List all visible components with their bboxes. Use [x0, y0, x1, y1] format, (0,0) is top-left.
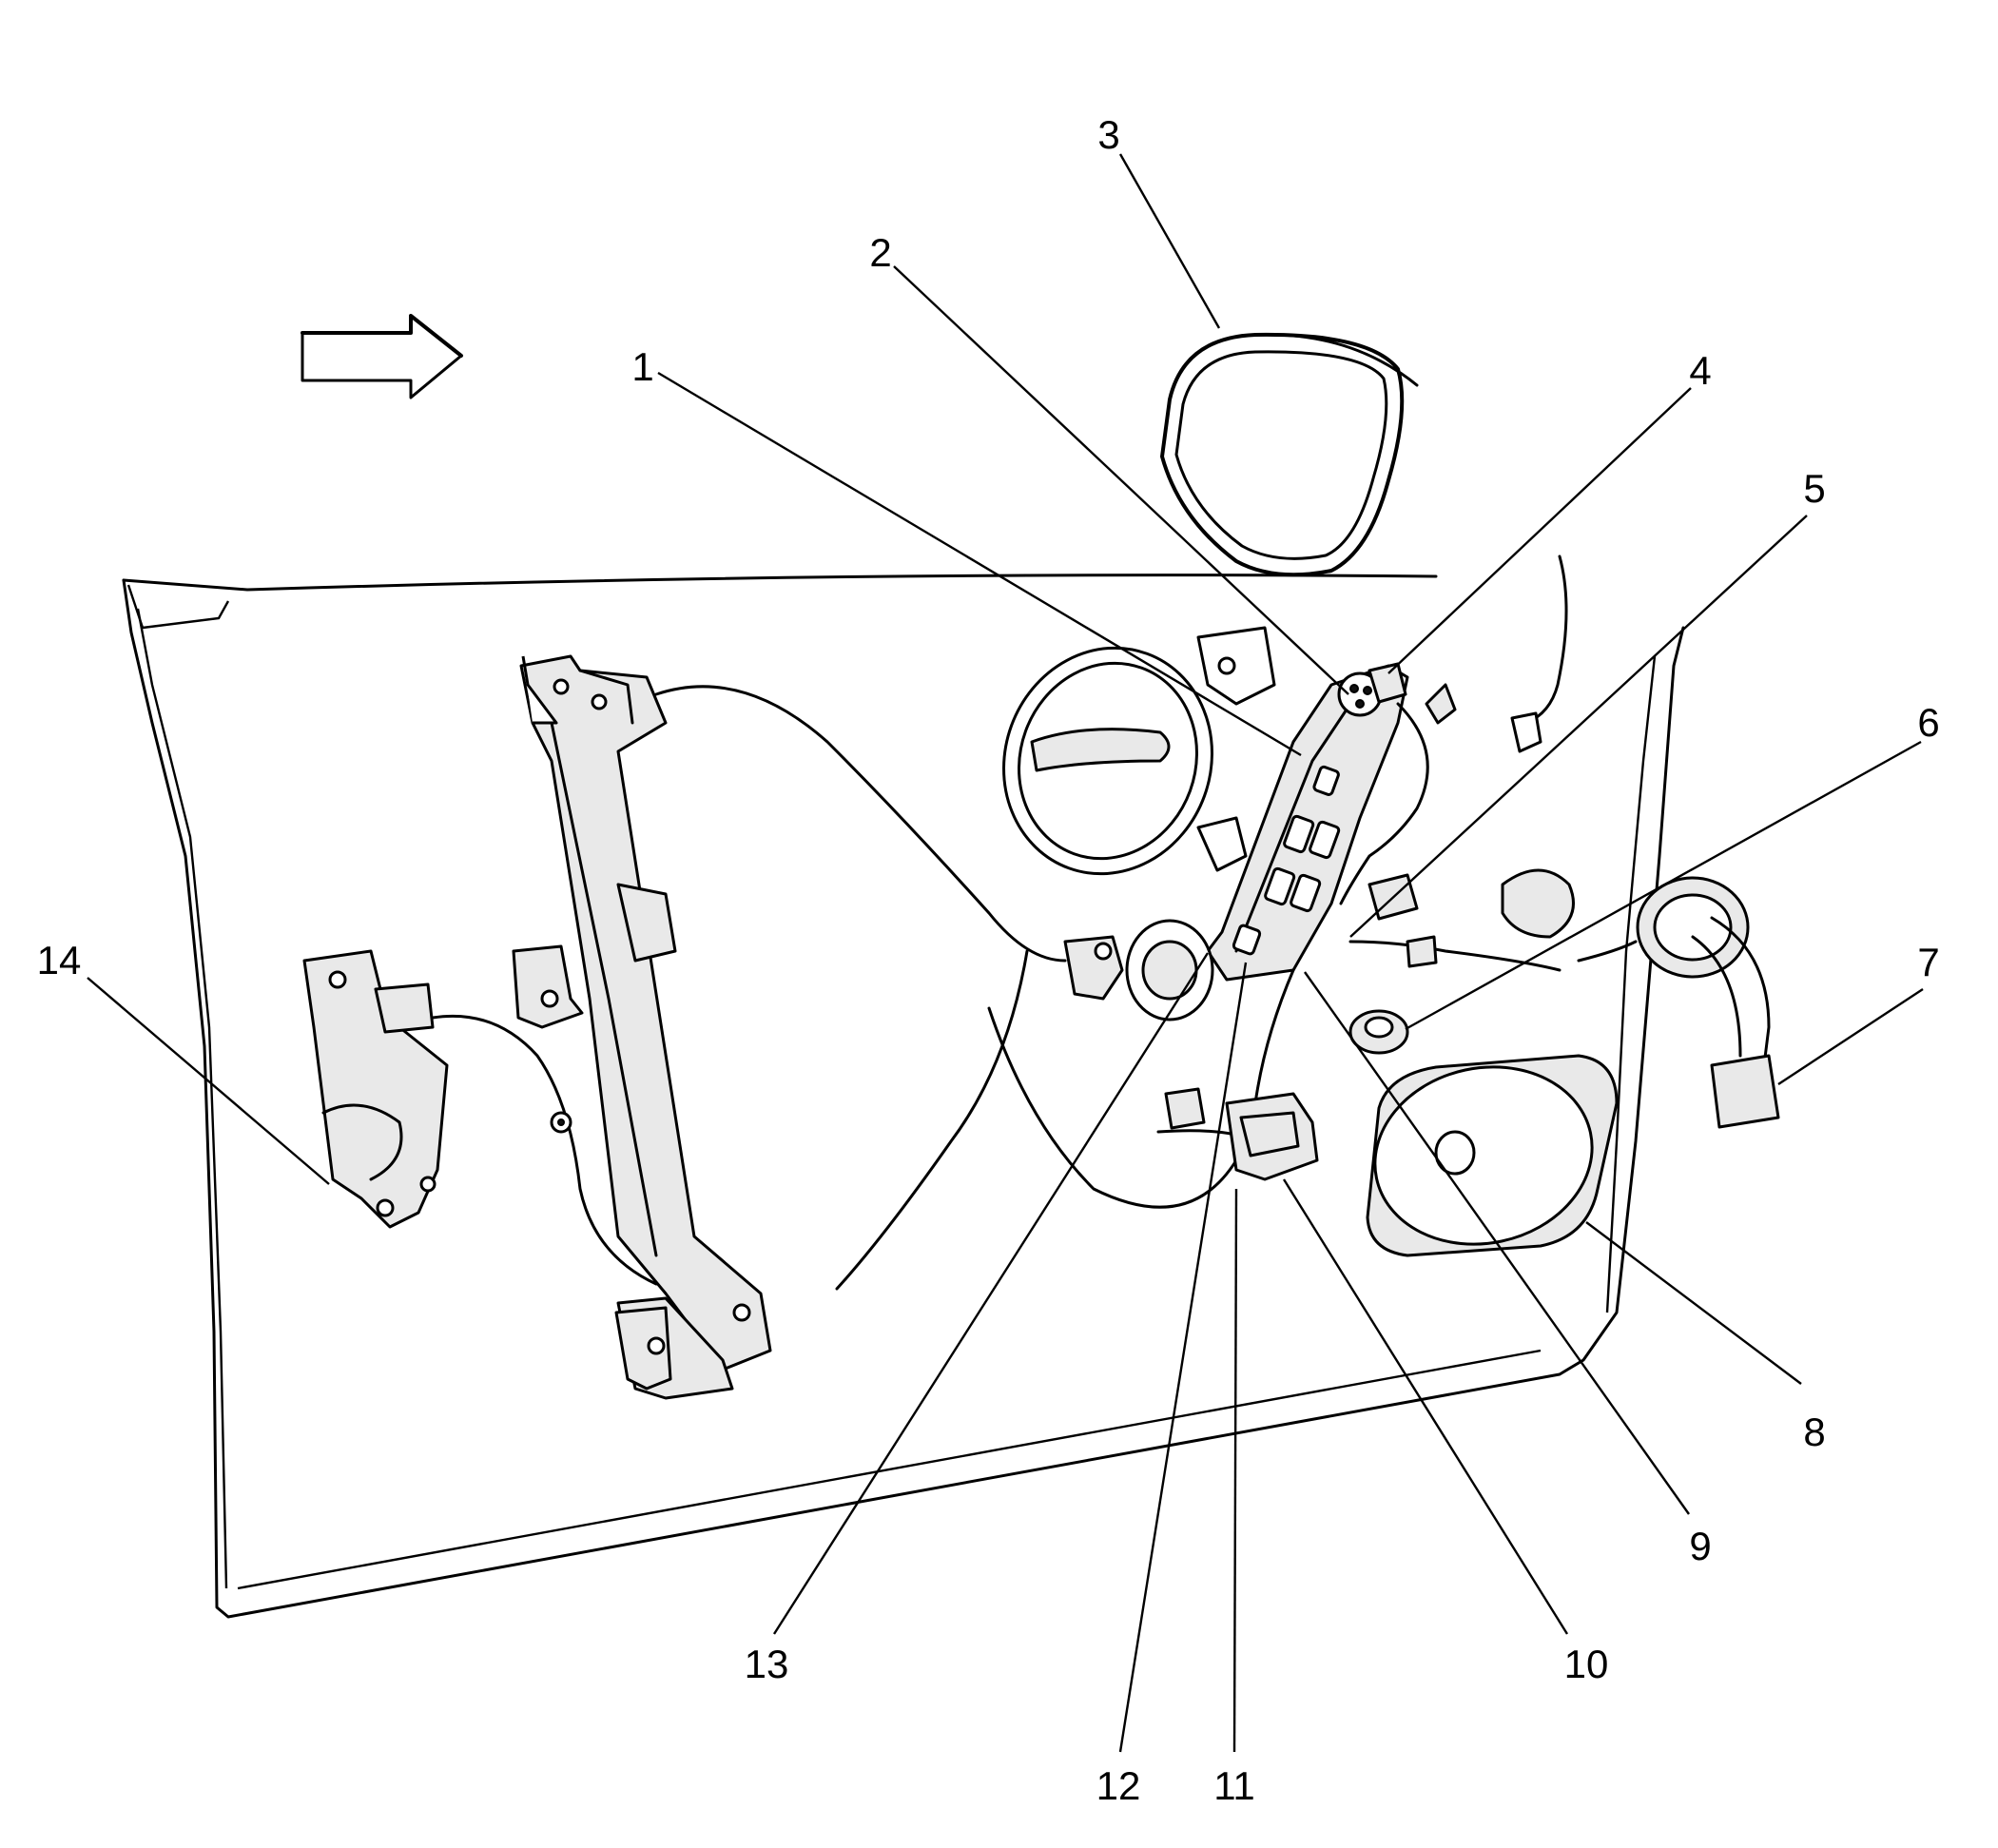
callout-13: 13 [745, 1642, 789, 1686]
mirror-wire [1524, 554, 1568, 725]
callout-6: 6 [1917, 700, 1939, 745]
speaker-access-ring [1002, 646, 1213, 876]
power-window-switch-assembly [1206, 662, 1409, 982]
callout-1: 1 [631, 344, 653, 389]
arrow-right-icon [301, 314, 463, 399]
window-regulator-rail [512, 654, 772, 1400]
callout-4: 4 [1689, 348, 1711, 393]
callout-5: 5 [1803, 466, 1825, 511]
mirror-connector [1510, 711, 1542, 753]
door-lock-actuator [302, 949, 658, 1286]
wiring-harness [1164, 683, 1575, 1181]
harness-grommet-connector [1577, 876, 1780, 1129]
window-motor [1063, 626, 1276, 1021]
mirror-glass [1160, 332, 1419, 577]
door-speaker [1366, 1054, 1619, 1257]
callout-3: 3 [1097, 112, 1119, 157]
callout-11: 11 [1213, 1763, 1255, 1808]
callout-14: 14 [37, 938, 82, 982]
callout-10: 10 [1564, 1642, 1609, 1686]
leader-lines [87, 153, 1924, 1753]
callout-7: 7 [1917, 940, 1939, 984]
callout-8: 8 [1803, 1410, 1825, 1454]
callout-2: 2 [869, 230, 891, 275]
mirror-harness-connector [1348, 1009, 1409, 1055]
callout-9: 9 [1689, 1524, 1711, 1568]
callout-12: 12 [1096, 1763, 1141, 1808]
